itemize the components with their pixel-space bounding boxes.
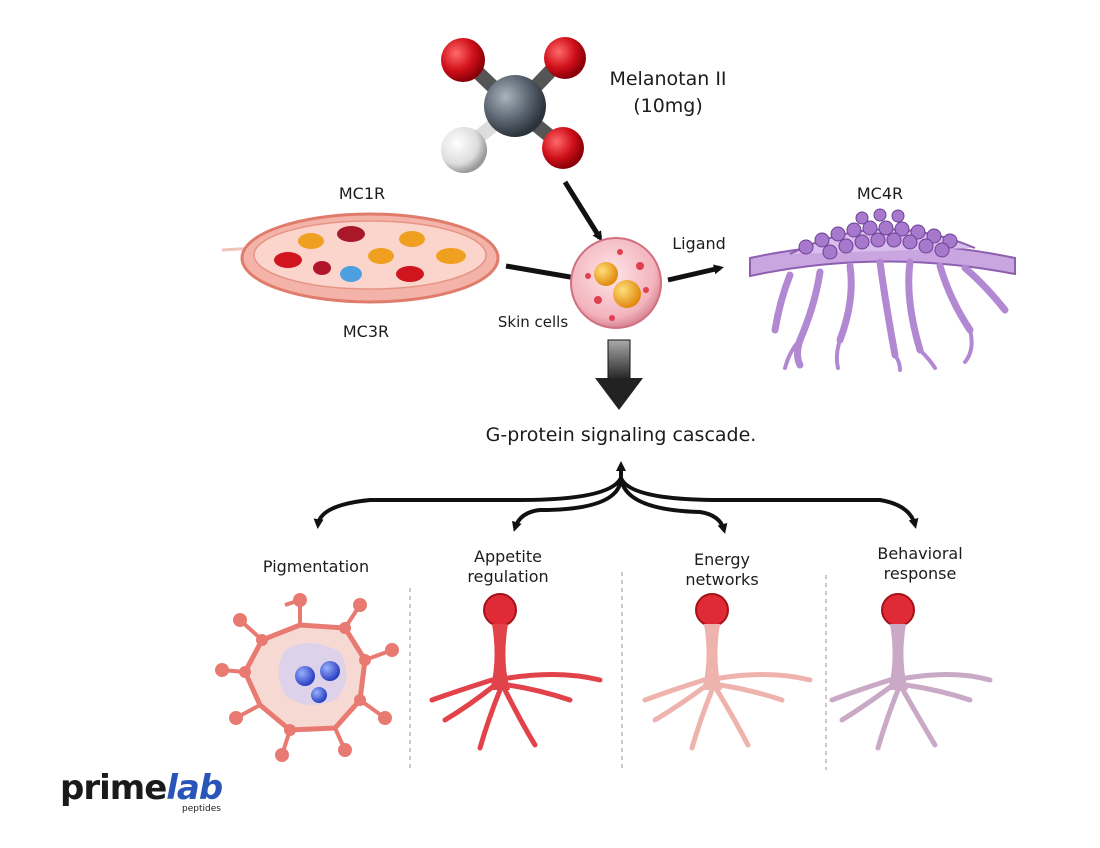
mc4r-receptor: [749, 208, 1016, 372]
neuron-behavior: [829, 593, 993, 751]
logo-subtitle: peptides: [182, 804, 221, 814]
outcome-pigmentation-label: Pigmentation: [262, 557, 370, 576]
mc1r-cell-disc: [221, 212, 500, 304]
skin-cell: [570, 237, 662, 329]
molecule-name: Melanotan II: [609, 68, 727, 90]
mc1r-label: MC1R: [338, 184, 386, 203]
outcome-appetite-label: Appetite regulation: [467, 547, 549, 586]
outcome-energy-label: Energy networks: [685, 550, 759, 589]
dashed-dividers: [409, 572, 827, 770]
molecule-label: Melanotan II (10mg): [609, 66, 726, 120]
molecule-model: [441, 37, 586, 173]
logo-wordmark: primelab: [60, 768, 223, 808]
branch-arrows: [313, 461, 919, 534]
neuron-energy: [642, 593, 813, 751]
molecule-dose: (10mg): [633, 95, 703, 117]
pigmentation-cell: [215, 593, 399, 762]
ligand-label: Ligand: [672, 234, 726, 253]
primelab-logo: primelab peptides: [60, 768, 223, 814]
connector-mc1r-to-cell: [505, 263, 577, 281]
mc3r-label: MC3R: [342, 322, 390, 341]
arrow-ligand: [667, 264, 724, 283]
mc4r-label: MC4R: [856, 184, 904, 203]
neuron-appetite: [429, 593, 603, 751]
cascade-label: G-protein signaling cascade.: [485, 424, 757, 446]
outcome-behavior-label: Behavioral response: [877, 544, 963, 583]
skin-cells-label: Skin cells: [497, 313, 569, 331]
down-arrow: [595, 339, 643, 410]
arrow-molecule-to-cell: [562, 180, 603, 242]
